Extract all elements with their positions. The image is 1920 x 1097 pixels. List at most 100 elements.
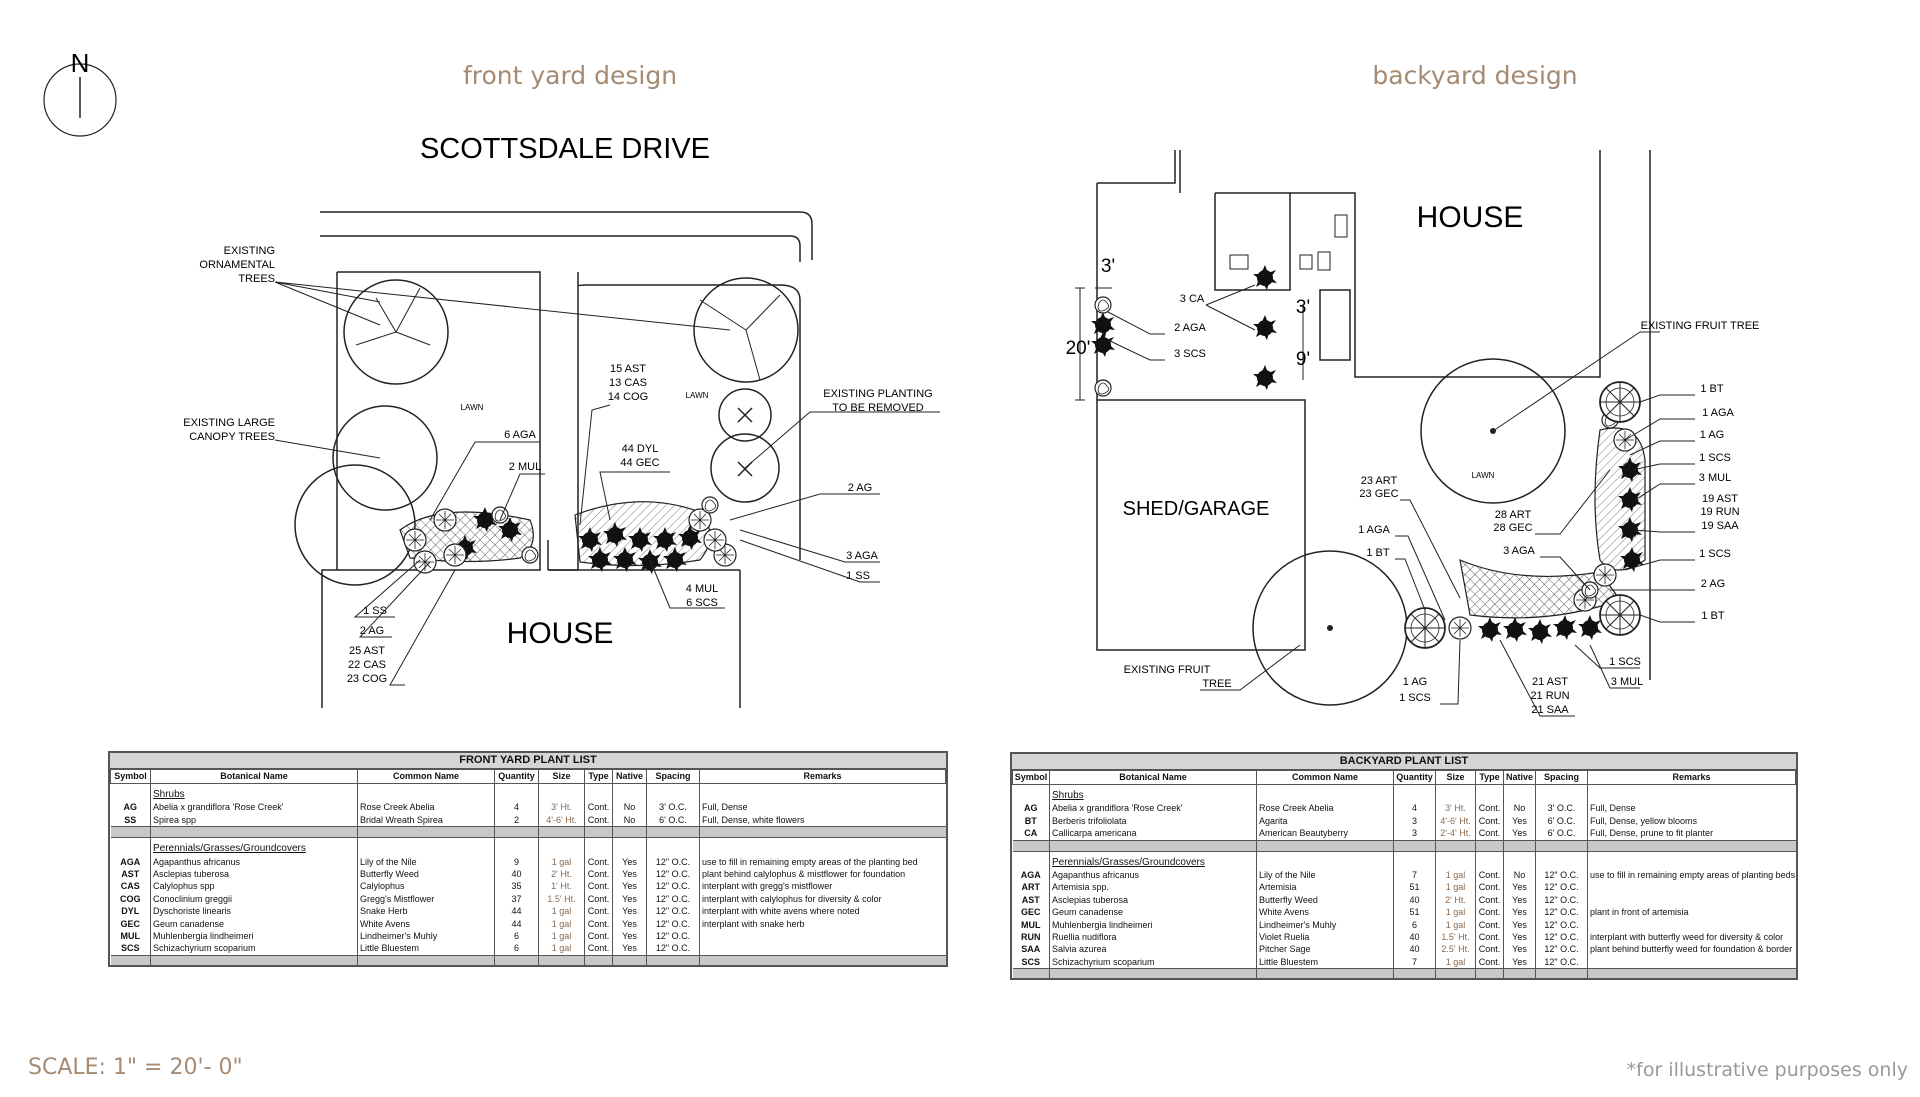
table-cell: 35 — [494, 880, 539, 893]
table-cell: 12" O.C. — [646, 930, 700, 943]
table-cell: Geum canadense — [150, 917, 358, 931]
lbl-fruit2a: EXISTING FRUIT — [1124, 664, 1211, 676]
lbl-grp2a: 25 AST — [349, 645, 385, 657]
table-cell: Cont. — [584, 892, 613, 906]
front-lawn-left: LAWN — [461, 403, 484, 412]
table-cell: 51 — [1393, 906, 1436, 919]
table-cell: Yes — [1503, 827, 1536, 841]
lbl-grp1b: 13 CAS — [609, 377, 647, 389]
table-cell: Schizachyrium scoparium — [1049, 955, 1257, 969]
lbl-mul3a: 3 MUL — [1699, 472, 1731, 484]
table-cell: AG — [1024, 803, 1038, 814]
table-cell: 12" O.C. — [1535, 931, 1588, 944]
table-cell: 12" O.C. — [1535, 955, 1588, 969]
table-cell: Snake Herb — [357, 905, 495, 918]
table-cell: Lily of the Nile — [357, 855, 495, 869]
table-cell: 1 gal — [538, 930, 585, 943]
lbl-can1: EXISTING LARGE — [183, 417, 275, 429]
dim-9: 9' — [1296, 349, 1310, 370]
table-cell: 12" O.C. — [1535, 918, 1588, 932]
section-label: Perennials/Grasses/Groundcovers — [1049, 856, 1257, 870]
front-lawn-right: LAWN — [686, 391, 709, 400]
table-cell: 3 — [1393, 827, 1436, 841]
table-cell — [699, 930, 946, 943]
lbl-fruit1: EXISTING FRUIT TREE — [1641, 320, 1760, 332]
table-cell: GEC — [120, 918, 140, 929]
table-cell: Yes — [1503, 943, 1536, 956]
back-lawn: LAWN — [1472, 471, 1495, 480]
table-cell: Violet Ruelia — [1256, 931, 1394, 944]
section-label: Shrubs — [150, 789, 358, 802]
table-cell: Little Bluestem — [357, 942, 495, 956]
col-header: Type — [1475, 770, 1504, 785]
table-cell: 51 — [1393, 881, 1436, 894]
table-cell: Yes — [612, 855, 647, 869]
table-cell: 12" O.C. — [1535, 943, 1588, 956]
lbl-orn2: ORNAMENTAL — [199, 259, 275, 271]
table-cell: 12" O.C. — [646, 942, 700, 956]
table-cell: Agarita — [1256, 814, 1394, 828]
lbl-can2: CANOPY TREES — [189, 431, 275, 443]
table-cell: Yes — [1503, 906, 1536, 919]
table-cell: 6 — [1393, 918, 1436, 932]
table-cell: Cont. — [584, 917, 613, 931]
table-cell: 3' O.C. — [1535, 802, 1588, 815]
table-cell: 7 — [1393, 869, 1436, 882]
table-cell: Agapanthus africanus — [150, 855, 358, 869]
section-label: Shrubs — [1049, 790, 1257, 803]
table-cell: Cont. — [1475, 802, 1504, 815]
backyard-title: backyard design — [1372, 61, 1577, 90]
table-cell: 1.5' Ht. — [1435, 931, 1476, 944]
table-cell: No — [1503, 869, 1536, 882]
table-cell: Dyschoriste linearis — [150, 905, 358, 918]
table-cell: Ruellia nudiflora — [1049, 931, 1257, 944]
table-cell: 12" O.C. — [1535, 893, 1588, 907]
lbl-grp2b: 22 CAS — [348, 659, 386, 671]
table-cell: Full, Dense — [1587, 802, 1796, 815]
table-cell: 12" O.C. — [1535, 869, 1588, 882]
table-cell: Full, Dense, white flowers — [699, 813, 946, 827]
table-cell: 1 gal — [1435, 881, 1476, 894]
col-header: Quantity — [494, 769, 539, 784]
lbl-art23: 23 ART — [1361, 475, 1398, 487]
table-cell: No — [612, 813, 647, 827]
table-cell: 1 gal — [1435, 955, 1476, 969]
table-cell: Lindheimer's Muhly — [357, 930, 495, 943]
table-cell: 1 gal — [538, 905, 585, 918]
lbl-orn3: TREES — [238, 273, 275, 285]
table-cell: ART — [1021, 882, 1041, 893]
table-cell: 40 — [1393, 931, 1436, 944]
lbl-ss1r: 1 SS — [846, 570, 870, 582]
table-cell: Yes — [612, 942, 647, 956]
col-header: Quantity — [1393, 770, 1436, 785]
lbl-mul3b: 3 MUL — [1611, 676, 1643, 688]
table-cell: 2' Ht. — [1435, 893, 1476, 907]
table-cell: 3' Ht. — [1435, 802, 1476, 815]
table-cell: 2'-4' Ht. — [1435, 827, 1476, 841]
table-cell: 44 — [494, 905, 539, 918]
lbl-ag1a: 1 AG — [1700, 429, 1724, 441]
shed-label: SHED/GARAGE — [1123, 498, 1270, 520]
col-header: Native — [1503, 770, 1536, 785]
table-cell: Artemisia — [1256, 881, 1394, 894]
lbl-scs1c: 1 SCS — [1399, 692, 1431, 704]
table-cell: 37 — [494, 892, 539, 906]
col-header: Type — [584, 769, 613, 784]
table-cell — [1587, 881, 1796, 894]
table-cell — [1587, 955, 1796, 969]
table-cell: interplant with calylophus for diversity… — [699, 892, 946, 906]
table-cell: Artemisia spp. — [1049, 881, 1257, 894]
lbl-ag2r: 2 AG — [848, 482, 872, 494]
table-cell: CA — [1024, 828, 1038, 839]
table-cell — [699, 942, 946, 956]
lbl-scs1b: 1 SCS — [1699, 548, 1731, 560]
lbl-scs3: 3 SCS — [1174, 348, 1206, 360]
table-cell: AGA — [120, 856, 141, 867]
table-cell: White Avens — [1256, 906, 1394, 919]
table-cell: Cont. — [1475, 955, 1504, 969]
